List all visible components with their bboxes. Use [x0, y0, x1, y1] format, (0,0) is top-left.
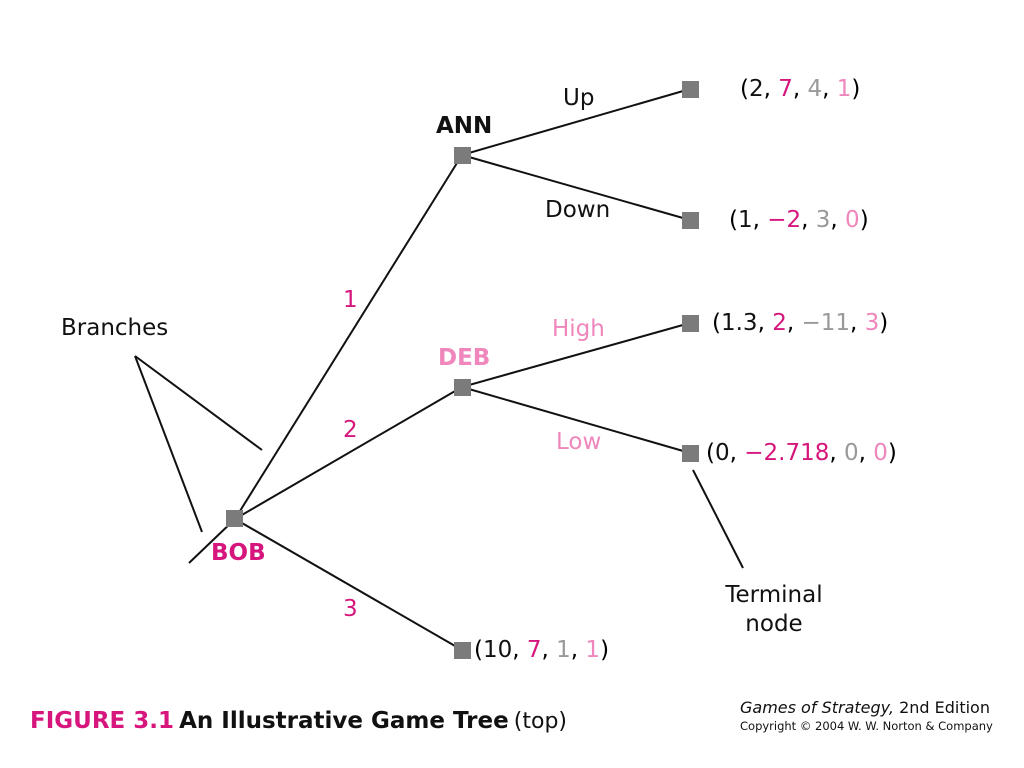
branch-label-1: 1	[343, 287, 358, 313]
payoff-value: 1	[737, 207, 753, 233]
figure-subtitle: (top)	[513, 709, 567, 734]
branch-label-down: Down	[545, 197, 611, 223]
player-label-deb: DEB	[438, 345, 491, 371]
square-node-icon	[682, 81, 699, 98]
edge-deb-high	[461, 322, 691, 388]
terminal-node-annotation: Terminal node	[714, 581, 834, 639]
square-node-icon	[682, 445, 699, 462]
player-label-ann: ANN	[436, 113, 493, 139]
payoff-value: 1	[556, 637, 571, 663]
square-node-icon	[682, 212, 699, 229]
edge-ann-up	[461, 88, 691, 156]
payoff-value: 1	[836, 76, 852, 102]
player-label-bob: BOB	[211, 540, 266, 566]
terminal-pointer	[692, 469, 744, 569]
payoff-value: 3	[864, 310, 880, 336]
terminal-label-line2: node	[745, 610, 803, 637]
figure-caption: FIGURE 3.1 An Illustrative Game Tree (to…	[30, 710, 567, 733]
payoff-value: 7	[778, 76, 793, 102]
book-edition: 2nd Edition	[899, 698, 990, 717]
square-node-icon	[454, 379, 471, 396]
branch-label-low: Low	[556, 429, 602, 455]
payoff-value: 4	[807, 76, 823, 102]
edge-bob-1	[234, 154, 463, 520]
square-node-icon	[226, 510, 243, 527]
branches-annotation: Branches	[61, 315, 169, 341]
square-node-icon	[454, 147, 471, 164]
edge-bob-2	[234, 386, 463, 520]
edge-deb-low	[461, 386, 691, 454]
book-title: Games of Strategy,	[740, 698, 894, 717]
branches-pointer-1	[134, 355, 203, 533]
payoff-value: −2.718	[744, 440, 830, 466]
payoff-value: −2	[767, 207, 802, 233]
figure-title: An Illustrative Game Tree	[179, 708, 509, 734]
edge-ann-down	[461, 154, 691, 221]
payoff-value: 7	[526, 637, 542, 663]
edge-bob-3	[234, 518, 463, 651]
payoff-deb-low: (0, −2.718, 0, 0)	[706, 440, 897, 466]
copyright-text: Copyright © 2004 W. W. Norton & Company	[740, 719, 993, 733]
payoff-value: 1.3	[720, 310, 758, 336]
payoff-value: 3	[815, 207, 831, 233]
payoff-value: 1	[585, 637, 601, 663]
payoff-bob-3: (10, 7, 1, 1)	[474, 637, 610, 663]
payoff-value: 2	[772, 310, 787, 336]
branch-label-2: 2	[343, 417, 358, 443]
payoff-ann-up: (2, 7, 4, 1)	[740, 76, 861, 102]
branch-label-high: High	[552, 316, 605, 342]
branch-label-3: 3	[343, 596, 358, 622]
book-credit: Games of Strategy, 2nd Edition Copyright…	[740, 700, 993, 733]
payoff-value: 0	[845, 207, 860, 233]
payoff-ann-down: (1, −2, 3, 0)	[729, 207, 869, 233]
payoff-value: 0	[873, 440, 888, 466]
payoff-value: 2	[748, 76, 764, 102]
terminal-label-line1: Terminal	[725, 582, 823, 608]
branches-pointer-2	[134, 355, 263, 451]
square-node-icon	[682, 315, 699, 332]
book-title-line: Games of Strategy, 2nd Edition	[740, 700, 993, 716]
payoff-value: 0	[714, 440, 730, 466]
square-node-icon	[454, 642, 471, 659]
payoff-value: 0	[844, 440, 859, 466]
payoff-value: 10	[482, 637, 513, 663]
figure-number: FIGURE 3.1	[30, 708, 174, 734]
payoff-value: −11	[801, 310, 850, 336]
payoff-deb-high: (1.3, 2, −11, 3)	[712, 310, 889, 336]
branch-label-up: Up	[563, 85, 595, 111]
